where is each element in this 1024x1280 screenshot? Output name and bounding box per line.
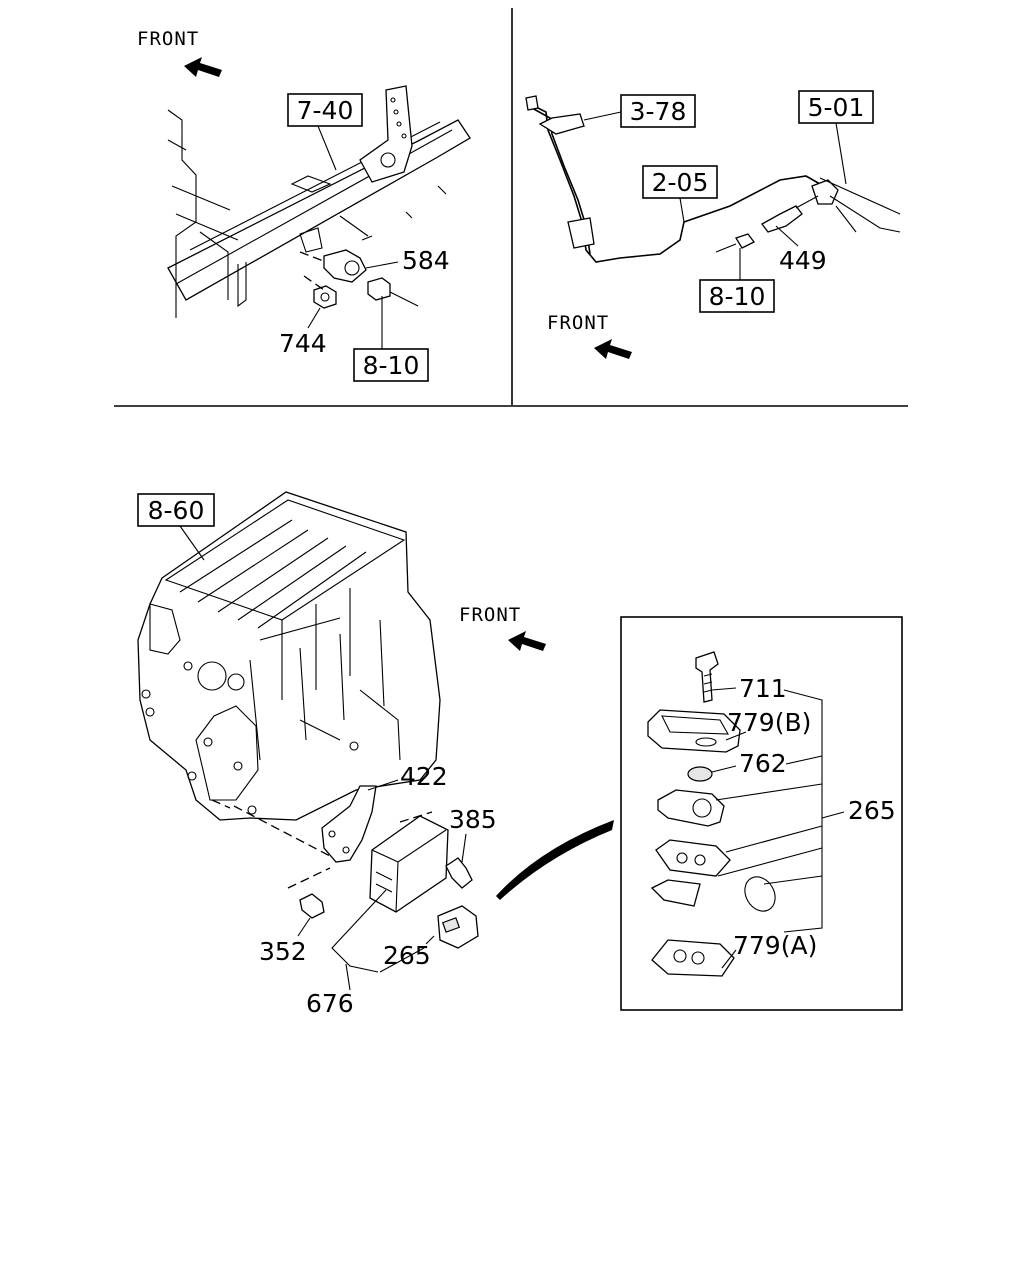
callout-265: 265 xyxy=(379,941,431,973)
svg-text:449: 449 xyxy=(779,246,827,275)
svg-text:385: 385 xyxy=(449,805,497,834)
cable-end-449 xyxy=(761,205,803,233)
bolt-385 xyxy=(445,857,473,889)
refbox-8-60: 8-60 xyxy=(137,493,215,561)
nut-744 xyxy=(313,285,337,309)
crossmember-bracket xyxy=(359,85,413,183)
svg-text:265: 265 xyxy=(848,796,896,825)
svg-text:7-40: 7-40 xyxy=(297,96,354,125)
svg-text:3-78: 3-78 xyxy=(630,97,687,126)
keypad xyxy=(650,879,701,907)
front-arrow-icon xyxy=(508,631,546,651)
cable-clamp xyxy=(811,179,839,205)
o-ring xyxy=(744,876,776,912)
detail-box xyxy=(620,616,903,1011)
refbox-5-01: 5-01 xyxy=(798,90,874,185)
svg-text:2-05: 2-05 xyxy=(652,168,709,197)
svg-text:352: 352 xyxy=(259,937,307,966)
svg-text:744: 744 xyxy=(279,329,327,358)
pointer-curve xyxy=(496,820,614,900)
battery-762 xyxy=(687,766,713,782)
connector-8-10 xyxy=(735,233,755,249)
callout-744: 744 xyxy=(279,307,327,358)
callout-352: 352 xyxy=(259,917,311,966)
svg-text:711: 711 xyxy=(739,674,787,703)
front-label: FRONT xyxy=(547,312,609,334)
bolt-352 xyxy=(299,893,325,919)
front-arrow-icon xyxy=(184,57,222,77)
left-frame xyxy=(167,109,247,318)
battery-holder xyxy=(657,789,725,827)
svg-text:779(A): 779(A) xyxy=(733,931,817,960)
svg-text:779(B): 779(B) xyxy=(727,708,811,737)
front-label: FRONT xyxy=(137,28,199,50)
svg-text:762: 762 xyxy=(739,749,787,778)
panel-bottom: FRONT xyxy=(137,491,614,949)
svg-text:8-10: 8-10 xyxy=(363,351,420,380)
refbox-7-40: 7-40 xyxy=(287,93,363,171)
panel-dividers xyxy=(114,8,908,407)
svg-text:8-10: 8-10 xyxy=(709,282,766,311)
bracket-422 xyxy=(321,785,377,863)
callout-779b: 779(B) xyxy=(725,708,811,741)
callout-711: 711 xyxy=(711,674,787,703)
refbox-8-10-top-left: 8-10 xyxy=(353,296,429,382)
panel-top-left: FRONT xyxy=(137,28,471,318)
callout-449: 449 xyxy=(775,225,827,275)
refbox-3-78: 3-78 xyxy=(583,94,696,128)
svg-text:265: 265 xyxy=(383,941,431,970)
callout-422: 422 xyxy=(367,762,448,791)
callout-385: 385 xyxy=(449,805,497,863)
panel-top-right: FRONT xyxy=(525,95,901,359)
svg-text:8-60: 8-60 xyxy=(148,496,205,525)
refbox-2-05: 2-05 xyxy=(642,165,718,223)
callout-265-detail: 265 xyxy=(848,796,896,825)
front-arrow-icon xyxy=(594,339,632,359)
heater-unit xyxy=(137,491,441,821)
circuit-board xyxy=(655,839,731,877)
control-module xyxy=(369,815,449,913)
front-label: FRONT xyxy=(459,604,521,626)
callout-584: 584 xyxy=(365,246,450,275)
case-779a xyxy=(651,939,735,977)
refbox-8-10-top-right: 8-10 xyxy=(699,248,775,313)
screw-711 xyxy=(695,651,719,703)
svg-text:676: 676 xyxy=(306,989,354,1018)
svg-text:422: 422 xyxy=(400,762,448,791)
cable-assembly xyxy=(529,103,821,263)
connector xyxy=(367,277,391,301)
cover-779b xyxy=(647,709,741,753)
svg-text:584: 584 xyxy=(402,246,450,275)
callout-676: 676 xyxy=(306,889,387,1018)
callout-779a: 779(A) xyxy=(721,931,817,969)
svg-text:5-01: 5-01 xyxy=(808,93,865,122)
callout-762: 762 xyxy=(711,749,823,778)
